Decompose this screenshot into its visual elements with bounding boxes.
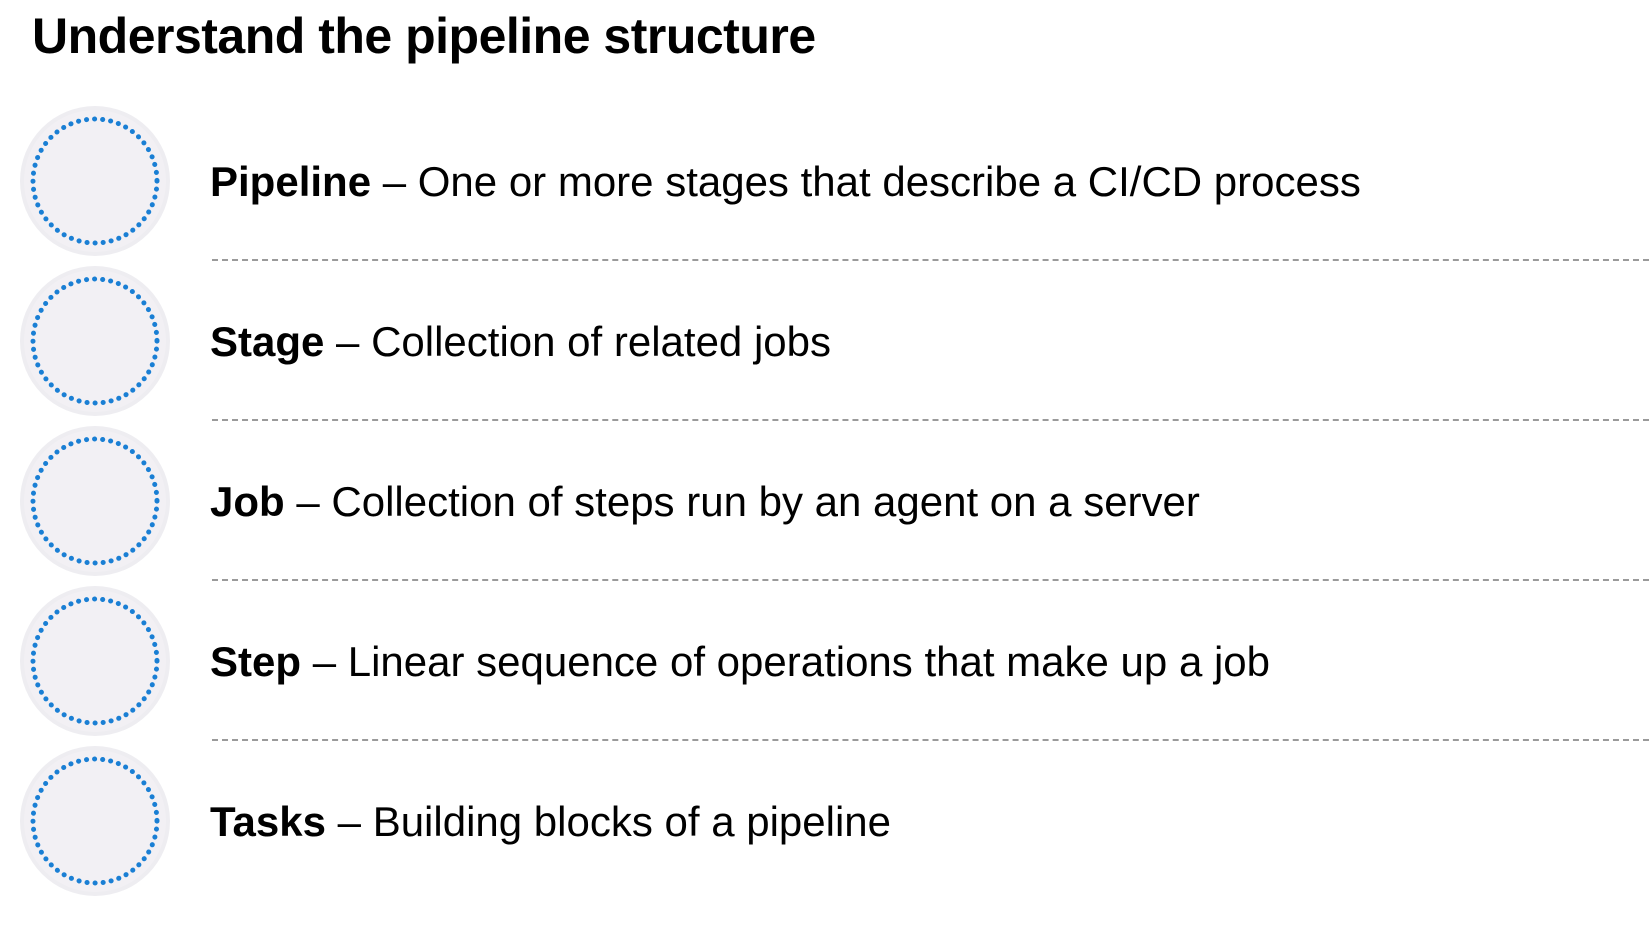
item-description: Building blocks of a pipeline [372, 798, 892, 845]
dotted-circle-icon [24, 430, 166, 572]
item-description: Collection of related jobs [371, 318, 832, 365]
item-text: Step – Linear sequence of operations tha… [210, 634, 1270, 690]
dotted-circle-icon [24, 590, 166, 732]
dash-separator: – [336, 318, 360, 365]
item-term: Stage [210, 318, 325, 365]
dash-separator: – [337, 798, 362, 845]
item-description: One or more stages that describe a CI/CD… [417, 158, 1361, 205]
dash-separator: – [296, 478, 320, 525]
item-term: Job [210, 478, 285, 525]
dotted-circle-icon [24, 270, 166, 412]
job-item: Job – Collection of steps run by an agen… [0, 404, 1649, 572]
item-term: Pipeline [210, 158, 372, 205]
dash-separator: – [382, 158, 407, 205]
item-text: Job – Collection of steps run by an agen… [210, 474, 1200, 530]
item-description: Linear sequence of operations that make … [347, 638, 1271, 685]
dotted-circle-icon [24, 110, 166, 252]
tasks-item: Tasks – Building blocks of a pipeline [0, 724, 1649, 892]
stage-item: Stage – Collection of related jobs [0, 244, 1649, 412]
step-item: Step – Linear sequence of operations tha… [0, 564, 1649, 732]
dashed-divider [212, 419, 1649, 421]
item-description: Collection of steps run by an agent on a… [331, 478, 1200, 525]
slide-title: Understand the pipeline structure [32, 8, 816, 64]
dashed-divider [212, 579, 1649, 581]
item-term: Tasks [210, 798, 326, 845]
item-text: Stage – Collection of related jobs [210, 314, 831, 370]
item-term: Step [210, 638, 302, 685]
pipeline-item: Pipeline – One or more stages that descr… [0, 84, 1649, 252]
dashed-divider [212, 739, 1649, 741]
dash-separator: – [312, 638, 337, 685]
item-text: Tasks – Building blocks of a pipeline [210, 794, 891, 850]
dotted-circle-icon [24, 750, 166, 892]
item-text: Pipeline – One or more stages that descr… [210, 154, 1361, 210]
dashed-divider [212, 259, 1649, 261]
